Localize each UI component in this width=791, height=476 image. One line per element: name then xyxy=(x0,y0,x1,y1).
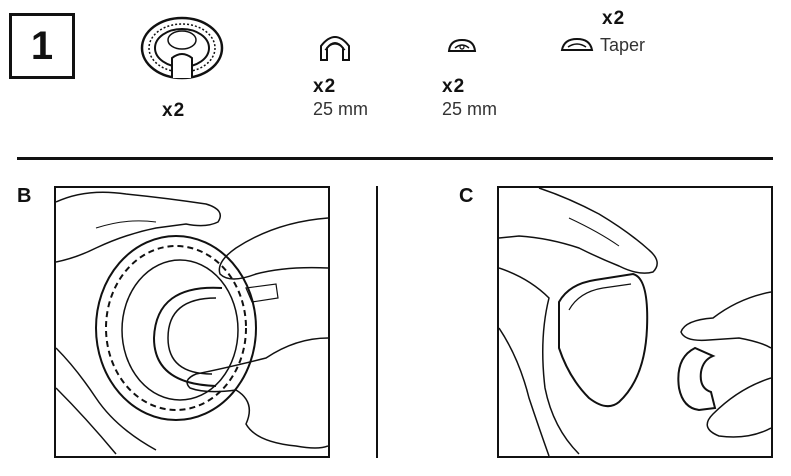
step-number-box: 1 xyxy=(9,13,75,79)
part-quantity: x2 xyxy=(313,76,337,97)
taper-clip-icon xyxy=(560,37,594,51)
hands-fitting-clip-into-bearing-icon xyxy=(56,191,328,455)
part-size: 25 mm xyxy=(313,99,369,119)
part-bearing-ring xyxy=(134,14,230,84)
part-size: 25 mm xyxy=(442,99,498,119)
step-number: 1 xyxy=(30,23,54,68)
c-clip-icon xyxy=(320,36,350,61)
section-divider xyxy=(17,157,773,160)
part-c-clip xyxy=(315,30,355,64)
part-quantity: x2 xyxy=(602,8,626,29)
spacer-clip-icon xyxy=(447,38,477,52)
part-taper-clip xyxy=(560,36,594,54)
hands-holding-brake-pad-and-clip-icon xyxy=(499,188,771,456)
panel-label: B xyxy=(17,185,32,207)
panel-divider xyxy=(376,186,378,458)
panel-label: C xyxy=(459,185,474,207)
part-quantity: x2 xyxy=(442,76,466,97)
panel-c xyxy=(497,186,773,458)
part-size: Taper xyxy=(600,35,646,55)
part-spacer-clip xyxy=(446,36,478,56)
bearing-ring-icon xyxy=(140,16,224,80)
panel-b xyxy=(54,186,330,458)
part-quantity: x2 xyxy=(162,100,186,121)
